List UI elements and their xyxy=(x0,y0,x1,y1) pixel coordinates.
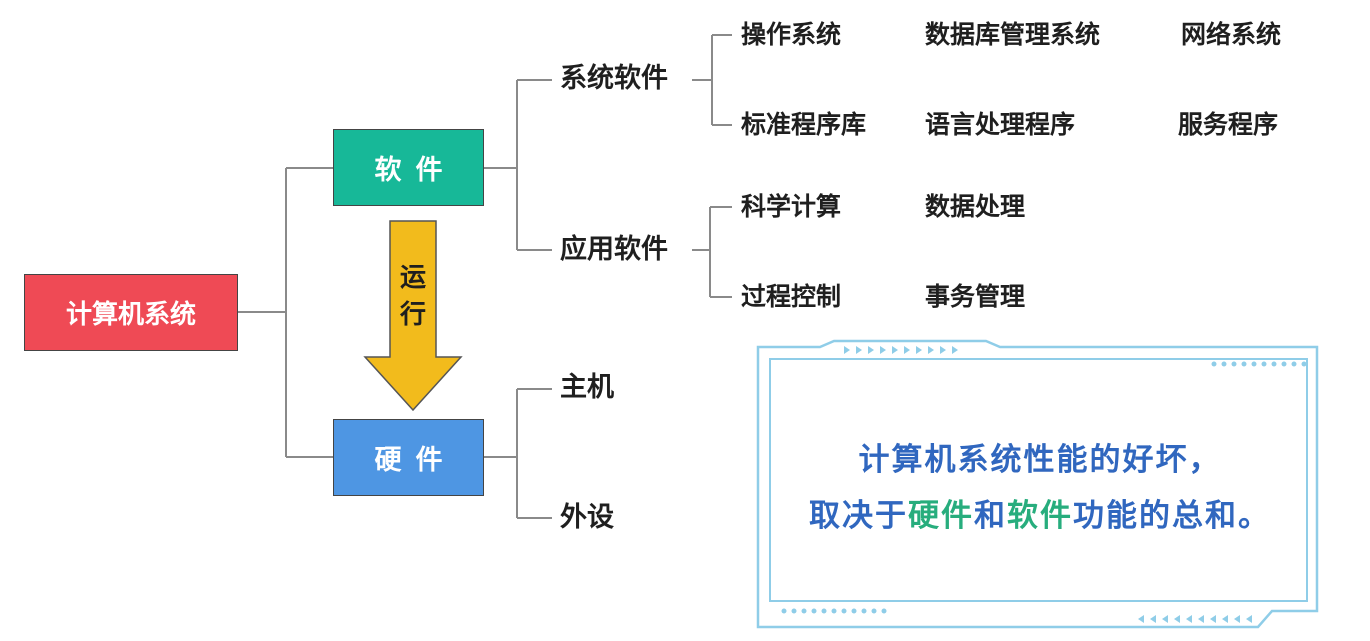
note-line-2-prefix: 取决于 xyxy=(809,498,908,534)
item-data-processing: 数据处理 xyxy=(925,192,1026,221)
item-scientific-computing: 科学计算 xyxy=(741,192,842,221)
note-frame-chevrons-bottom xyxy=(1138,615,1252,623)
item-dbms: 数据库管理系统 xyxy=(925,20,1101,49)
label-application-software: 应用软件 xyxy=(560,234,668,265)
item-service-program: 服务程序 xyxy=(1178,110,1279,139)
root-node-computer-system: 计算机系统 xyxy=(24,274,238,351)
note-frame-dots-bottom xyxy=(781,608,887,614)
note-frame-inner xyxy=(769,358,1308,602)
note-line-2-suffix: 功能的总和。 xyxy=(1073,498,1271,534)
note-line-1-text: 计算机系统性能的好坏， xyxy=(858,442,1222,478)
connector-hardware xyxy=(484,388,552,519)
note-frame-chevrons-top xyxy=(844,346,958,354)
note-highlight-hardware: 硬件 xyxy=(908,498,974,534)
run-arrow-char-1: 运 xyxy=(399,263,426,293)
item-process-control: 过程控制 xyxy=(741,282,842,311)
note-frame xyxy=(756,339,1319,629)
label-system-software: 系统软件 xyxy=(560,63,668,94)
run-arrow-char-2: 行 xyxy=(399,300,426,330)
note-line-2: 取决于硬件和软件功能的总和。 xyxy=(770,496,1310,536)
root-node-label: 计算机系统 xyxy=(65,300,196,330)
note-frame-outer xyxy=(756,339,1319,629)
connector-root xyxy=(238,167,333,458)
connector-system-software xyxy=(692,34,732,126)
item-operating-system: 操作系统 xyxy=(741,20,842,49)
item-network-system: 网络系统 xyxy=(1181,20,1282,49)
item-standard-library: 标准程序库 xyxy=(741,110,867,139)
run-arrow xyxy=(363,220,463,412)
connector-software xyxy=(484,79,552,251)
note-line-1: 计算机系统性能的好坏， xyxy=(770,440,1310,480)
item-business-management: 事务管理 xyxy=(925,282,1026,311)
node-software: 软件 xyxy=(333,129,484,206)
note-line-2-and: 和 xyxy=(974,498,1007,534)
node-software-label: 软件 xyxy=(374,155,457,186)
note-frame-dots-top xyxy=(1211,361,1307,367)
note-highlight-software: 软件 xyxy=(1007,498,1073,534)
item-language-processor: 语言处理程序 xyxy=(925,110,1076,139)
node-hardware-label: 硬件 xyxy=(374,445,457,476)
label-peripherals: 外设 xyxy=(560,502,614,533)
node-hardware: 硬件 xyxy=(333,419,484,496)
connector-application-software xyxy=(692,206,732,298)
label-host: 主机 xyxy=(560,372,614,403)
